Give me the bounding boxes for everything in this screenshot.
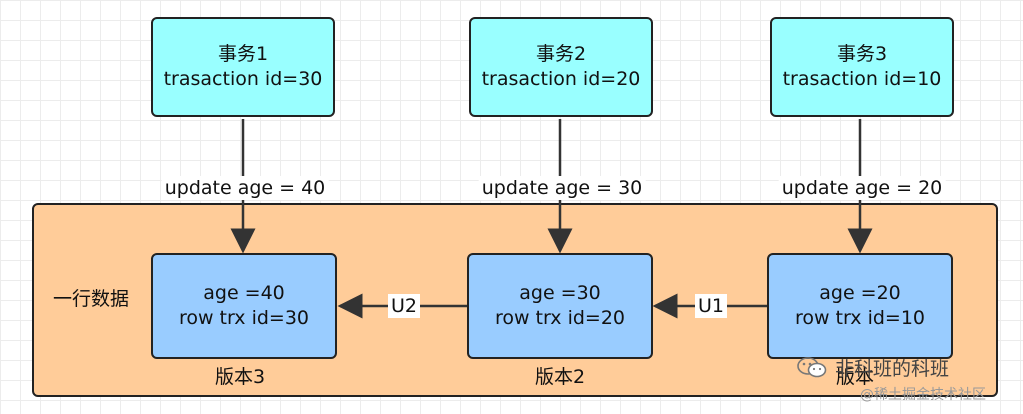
update-label-2: update age = 30 [478, 176, 646, 200]
transaction-id: trasaction id=30 [163, 68, 323, 90]
transaction-box-1: 事务1 trasaction id=30 [151, 17, 335, 117]
wechat-icon [797, 357, 827, 379]
transaction-box-2: 事务2 trasaction id=20 [469, 17, 653, 117]
version-label-3: 版本3 [214, 366, 266, 388]
transaction-name: 事务2 [535, 43, 587, 65]
version-trx-id: row trx id=20 [494, 307, 626, 329]
version-box-1: age =20 row trx id=10 [767, 253, 953, 359]
version-age: age =30 [519, 282, 601, 304]
version-label-1: 版本 [835, 366, 875, 388]
undo-link-u2: U2 [388, 294, 420, 318]
watermark-subtitle: @稀土掘金技术社区 [860, 387, 986, 403]
version-box-3: age =40 row trx id=30 [151, 253, 337, 359]
transaction-name: 事务3 [836, 43, 888, 65]
version-box-2: age =30 row trx id=20 [467, 253, 653, 359]
transaction-id: trasaction id=20 [481, 68, 641, 90]
version-trx-id: row trx id=30 [178, 307, 310, 329]
transaction-box-3: 事务3 trasaction id=10 [770, 17, 954, 117]
update-label-3: update age = 20 [778, 176, 946, 200]
transaction-id: trasaction id=10 [782, 68, 942, 90]
undo-link-u1: U1 [695, 294, 727, 318]
version-label-2: 版本2 [534, 366, 586, 388]
update-label-1: update age = 40 [161, 176, 329, 200]
version-age: age =20 [819, 282, 901, 304]
watermark-title: 非科班的科班 [835, 358, 950, 380]
version-trx-id: row trx id=10 [794, 307, 926, 329]
row-data-label: 一行数据 [53, 288, 130, 310]
transaction-name: 事务1 [217, 43, 269, 65]
version-age: age =40 [203, 282, 285, 304]
